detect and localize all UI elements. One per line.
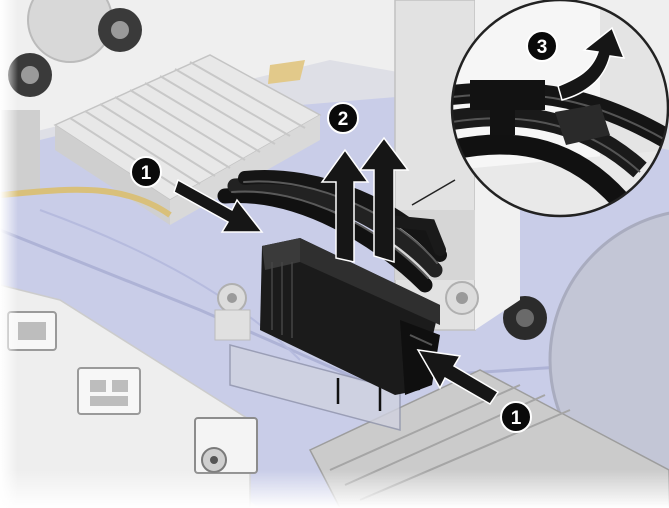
callout-step-1-right-label: 1 <box>511 408 522 429</box>
cable-clip[interactable] <box>470 80 545 135</box>
board-socket <box>229 344 401 431</box>
left-vignette <box>0 0 18 508</box>
callout-step-2-label: 2 <box>338 109 349 130</box>
arrow-rotate-clip <box>557 26 626 101</box>
arrow-press-right <box>416 349 500 406</box>
io-ports <box>0 284 258 508</box>
arrow-lift-right <box>358 136 410 264</box>
zoom-detail <box>450 0 669 218</box>
callout-step-1-left: 1 <box>130 156 162 188</box>
callout-step-3-label: 3 <box>537 37 548 58</box>
arrow-press-left <box>173 178 264 233</box>
zoom-border <box>450 0 669 218</box>
zoom-leader-line <box>411 179 456 206</box>
port-2 <box>77 367 141 415</box>
callout-step-1-right: 1 <box>500 401 532 433</box>
callout-step-1-left-label: 1 <box>141 163 152 184</box>
port-1 <box>7 311 57 351</box>
heat-sink <box>0 54 322 225</box>
callout-step-2: 2 <box>327 102 359 134</box>
cable-connector[interactable] <box>260 238 440 395</box>
connector-latch[interactable] <box>400 320 440 395</box>
callout-step-3: 3 <box>526 30 558 62</box>
bottom-vignette <box>0 470 669 508</box>
arrow-lift-left <box>320 148 370 263</box>
port-3 <box>194 417 258 474</box>
